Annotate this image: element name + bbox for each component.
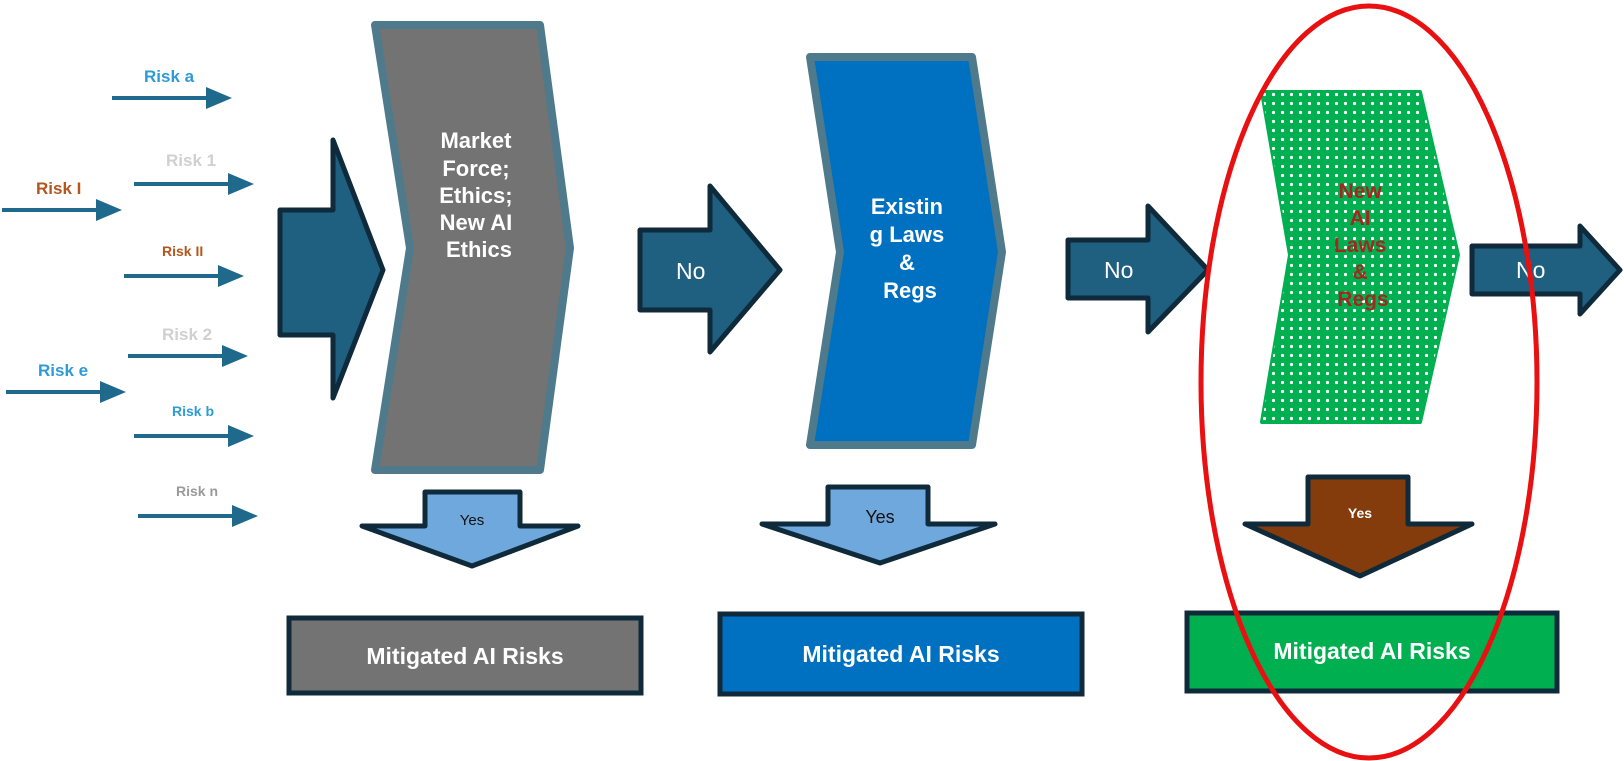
stage-1-chevron — [371, 21, 574, 474]
risk-arrow-I: Risk I — [2, 179, 122, 221]
result-label-2: Mitigated AI Risks — [802, 641, 999, 667]
result-box-2: Mitigated AI Risks — [717, 611, 1085, 697]
entry-arrow — [277, 137, 386, 401]
yes-label-3: Yes — [1348, 505, 1372, 521]
stage-3-text: New AI Laws & Regs — [1334, 180, 1392, 311]
stage-1-market-ethics: Market Force; Ethics; New AI Ethics — [371, 21, 574, 474]
stage-2-chevron — [806, 53, 1006, 449]
yes-label-2: Yes — [865, 507, 894, 527]
risk-label-e: Risk e — [38, 361, 88, 380]
risk-arrow-II: Risk II — [124, 243, 244, 287]
stage-2-text: Existin g Laws & Regs — [870, 194, 951, 303]
no-arrow-1: No — [637, 183, 783, 355]
no-label-1: No — [676, 258, 705, 284]
yes-arrow-1: Yes — [359, 489, 581, 569]
no-arrow-2: No — [1065, 203, 1211, 335]
highlight-ellipse — [1198, 3, 1540, 761]
no-label-2: No — [1104, 257, 1133, 283]
risk-label-1: Risk 1 — [166, 151, 216, 170]
risk-arrow-1: Risk 1 — [134, 151, 254, 195]
stage-3-dot-pattern — [1262, 92, 1458, 422]
yes-arrow-2: Yes — [759, 484, 998, 566]
result-label-3: Mitigated AI Risks — [1273, 638, 1470, 664]
risk-label-2: Risk 2 — [162, 325, 212, 344]
risk-label-b: Risk b — [172, 403, 214, 419]
stage-2-existing-laws: Existin g Laws & Regs — [806, 53, 1006, 449]
stage-3-new-ai-laws: New AI Laws & Regs — [1260, 90, 1460, 424]
stage-1-text: Market Force; Ethics; New AI Ethics — [439, 128, 518, 262]
risk-arrow-2: Risk 2 — [128, 325, 248, 367]
risk-inputs: Risk a Risk 1 Risk I Risk II Risk 2 Risk… — [2, 67, 258, 527]
risk-label-II: Risk II — [162, 243, 203, 259]
no-arrow-3: No — [1469, 223, 1623, 317]
risk-label-n: Risk n — [176, 483, 218, 499]
yes-arrow-3: Yes — [1242, 474, 1475, 579]
result-box-1: Mitigated AI Risks — [286, 615, 644, 696]
risk-label-I: Risk I — [36, 179, 81, 198]
risk-arrow-n: Risk n — [138, 483, 258, 527]
risk-arrow-e: Risk e — [6, 361, 126, 403]
yes-label-1: Yes — [460, 512, 484, 529]
risk-arrow-b: Risk b — [134, 403, 254, 447]
risk-arrow-a: Risk a — [112, 67, 232, 109]
result-label-1: Mitigated AI Risks — [366, 643, 563, 669]
risk-label-a: Risk a — [144, 67, 195, 86]
